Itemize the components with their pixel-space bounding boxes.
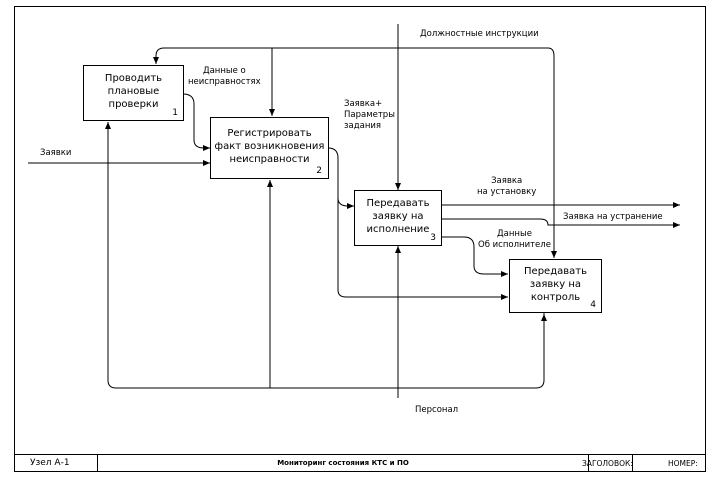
activity-box-3-label: Передавать заявку на исполнение	[366, 198, 430, 235]
arrow-2-to-3	[327, 147, 354, 209]
label-request-params: Заявка+ Параметры задания	[344, 99, 395, 131]
label-instructions: Должностные инструкции	[420, 29, 539, 39]
arrow-2-to-4	[337, 198, 508, 300]
activity-box-4[interactable]: Передавать заявку на контроль 4	[509, 259, 602, 313]
label-data-faults: Данные о неисправностях	[188, 66, 261, 87]
label-personnel: Персонал	[415, 405, 459, 415]
footer-divider-1	[97, 455, 98, 472]
footer-heading: ЗАГОЛОВОК:	[582, 459, 633, 468]
footer-number: НОМЕР:	[668, 459, 698, 468]
activity-box-1-number: 1	[172, 108, 178, 118]
arrow-loop-to-1	[153, 47, 548, 64]
footer-title: Мониторинг состояния КТС и ПО	[277, 459, 409, 467]
activity-box-2-label: Регистрировать факт возникновения неиспр…	[214, 128, 325, 165]
label-executor-data: Данные Об исполнителе	[478, 229, 551, 250]
activity-box-3[interactable]: Передавать заявку на исполнение 3	[354, 190, 442, 246]
label-request-install: Заявка на установку	[477, 176, 537, 197]
activity-box-4-label: Передавать заявку на контроль	[524, 266, 587, 303]
arrow-1-to-2	[182, 93, 210, 151]
arrow-loop-to-4	[547, 47, 557, 258]
activity-box-2[interactable]: Регистрировать факт возникновения неиспр…	[210, 117, 329, 179]
footer-divider-2	[588, 455, 589, 472]
activity-box-1-label: Проводить плановые проверки	[104, 73, 163, 110]
diagram-footer: Узел А-1 Мониторинг состояния КТС и ПО З…	[14, 454, 706, 472]
arrow-bottom-loop	[107, 122, 545, 389]
activity-box-1[interactable]: Проводить плановые проверки 1	[83, 65, 184, 121]
activity-box-3-number: 3	[430, 233, 436, 243]
footer-divider-3	[632, 455, 633, 472]
diagram-frame	[14, 6, 706, 472]
arrow-request-fix	[441, 218, 680, 228]
activity-box-4-number: 4	[590, 300, 596, 310]
label-requests-in: Заявки	[40, 148, 72, 158]
footer-node: Узел А-1	[30, 458, 70, 468]
activity-box-2-number: 2	[316, 166, 322, 176]
label-request-fix: Заявка на устранение	[563, 212, 663, 222]
arrow-3-to-4	[441, 236, 508, 277]
